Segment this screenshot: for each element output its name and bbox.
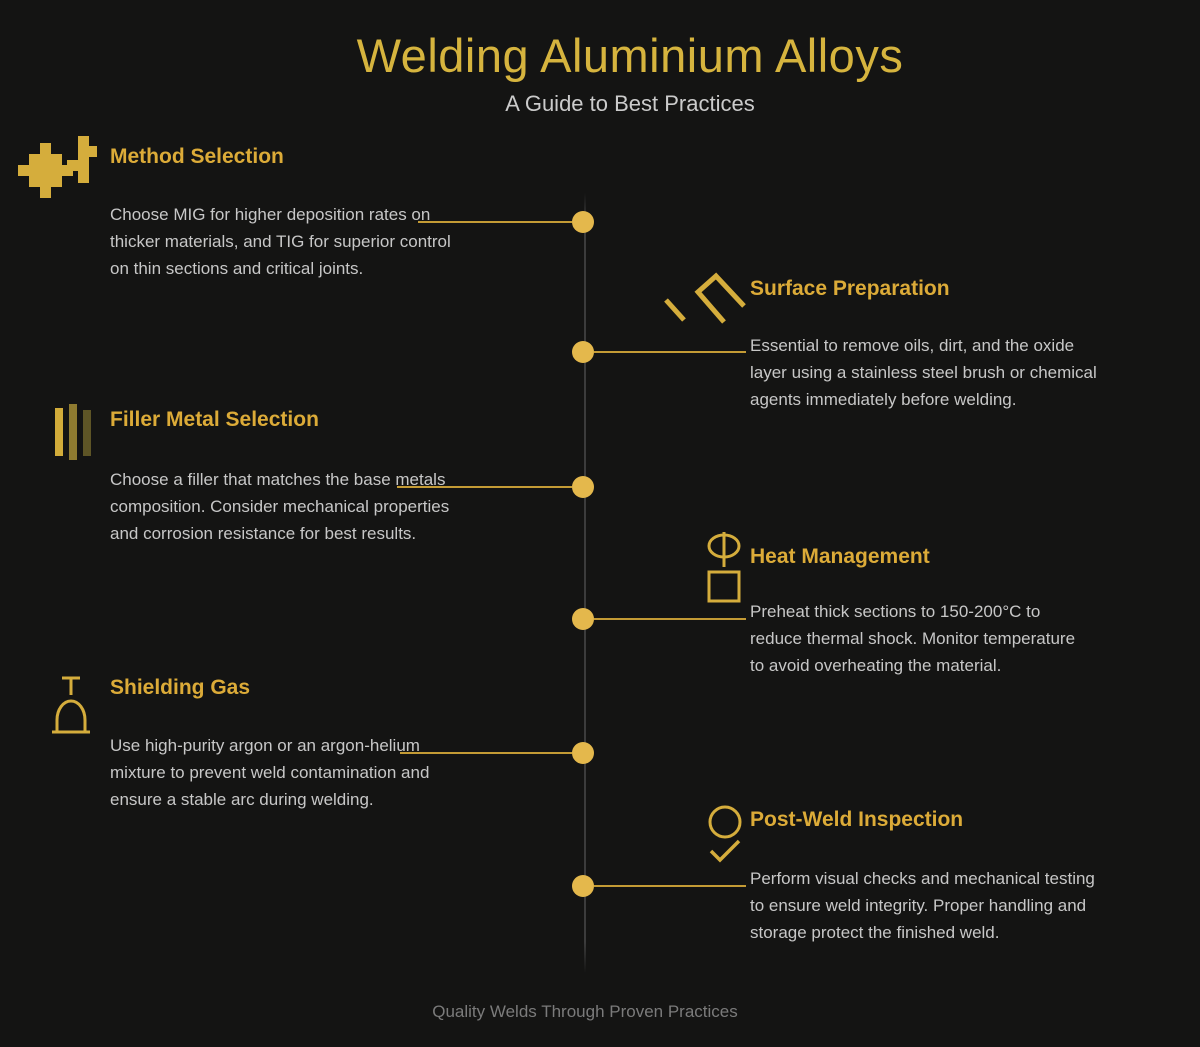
page-subtitle: A Guide to Best Practices [505, 91, 755, 116]
step-title-filler-metal-selection: Filler Metal Selection [110, 408, 319, 431]
step-title-surface-preparation: Surface Preparation [750, 277, 950, 300]
connector-line [400, 752, 572, 754]
timeline-dot [572, 476, 594, 498]
header: Welding Aluminium Alloys A Guide to Best… [60, 28, 1200, 117]
step-title-post-weld-inspection: Post-Weld Inspection [750, 808, 964, 831]
step-description: Essential to remove oils, dirt, and the … [750, 336, 1097, 409]
connector-line [594, 351, 746, 353]
torch-over-plate-icon [698, 531, 754, 608]
timeline-dot [572, 875, 594, 897]
timeline-dot [572, 211, 594, 233]
filler-rods-icon [55, 404, 93, 465]
step-description: Use high-purity argon or an argon-helium… [110, 736, 430, 809]
step-description: Preheat thick sections to 150-200°C to r… [750, 602, 1076, 675]
connector-line [594, 885, 746, 887]
step-description: Choose a filler that matches the base me… [110, 470, 450, 543]
timeline-dot [572, 341, 594, 363]
connector-line [594, 618, 746, 620]
timeline-line [584, 193, 586, 973]
step-title-heat-management: Heat Management [750, 545, 930, 568]
step-description: Choose MIG for higher deposition rates o… [110, 205, 451, 278]
step-title-shielding-gas: Shielding Gas [110, 676, 251, 699]
weld-join-pixel-icon [18, 136, 98, 203]
connector-line [418, 221, 572, 223]
wire-brush-icon [656, 268, 748, 335]
timeline-dot [572, 742, 594, 764]
step-title-method-selection: Method Selection [110, 145, 284, 168]
connector-line [397, 486, 572, 488]
step-description: Perform visual checks and mechanical tes… [750, 869, 1095, 942]
gas-dome-icon [48, 668, 100, 743]
footer-tagline: Quality Welds Through Proven Practices [432, 1002, 738, 1021]
timeline-dot [572, 608, 594, 630]
page-title: Welding Aluminium Alloys [356, 29, 904, 82]
inspection-check-icon [698, 803, 754, 878]
